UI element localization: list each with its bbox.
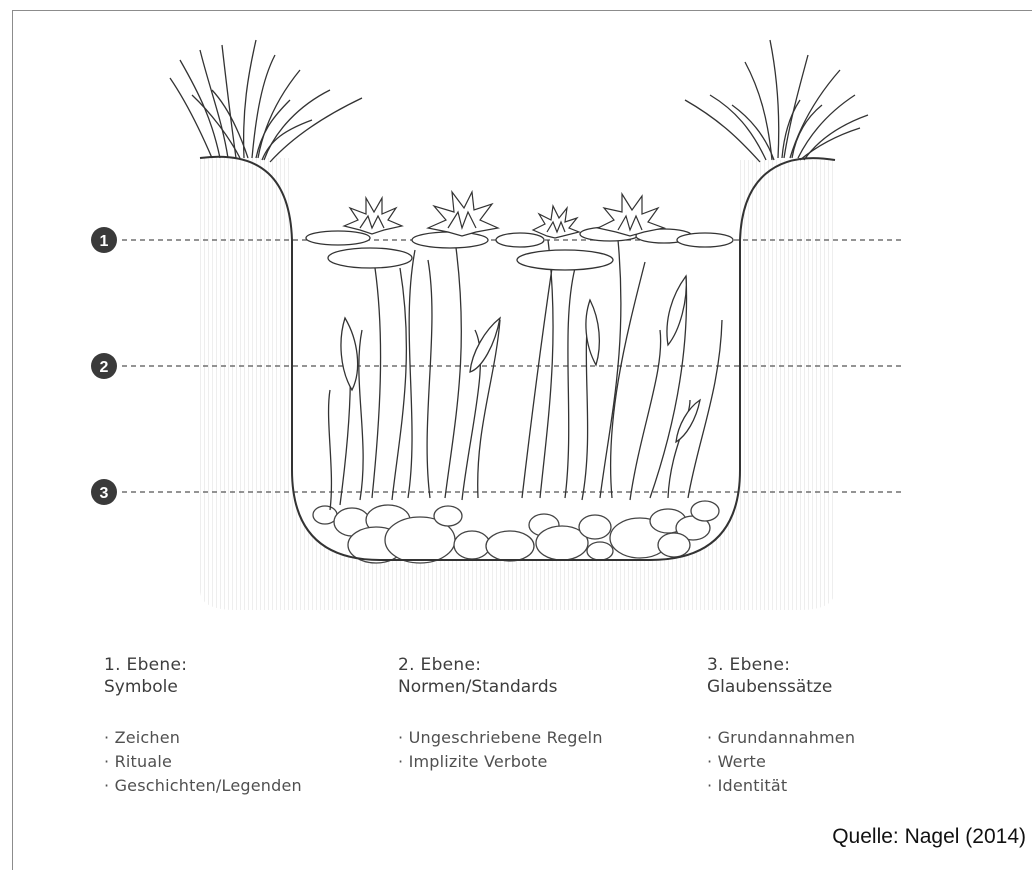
level-2-list: Ungeschriebene Regeln Implizite Verbote <box>398 726 603 774</box>
list-item: Identität <box>707 774 855 798</box>
level-marker-3-label: 3 <box>100 485 109 502</box>
lily-flower-3 <box>533 206 579 238</box>
level-3-list: Grundannahmen Werte Identität <box>707 726 855 798</box>
level-marker-2-label: 2 <box>100 359 109 376</box>
level-1-title: Symbole <box>104 676 302 698</box>
level-marker-2: 2 <box>91 353 117 379</box>
level-2-heading: 2. Ebene: <box>398 654 603 676</box>
list-item: Ungeschriebene Regeln <box>398 726 603 750</box>
level-1-list: Zeichen Rituale Geschichten/Legenden <box>104 726 302 798</box>
level-marker-1-label: 1 <box>100 233 109 250</box>
level-marker-1: 1 <box>91 227 117 253</box>
list-item: Implizite Verbote <box>398 750 603 774</box>
list-item: Geschichten/Legenden <box>104 774 302 798</box>
legend-level-1: 1. Ebene: Symbole Zeichen Rituale Geschi… <box>104 654 302 798</box>
legend-level-2: 2. Ebene: Normen/Standards Ungeschrieben… <box>398 654 603 774</box>
pond-diagram: 1 2 3 <box>0 0 1032 650</box>
underwater-leaves <box>341 276 700 442</box>
list-item: Grundannahmen <box>707 726 855 750</box>
lily-flowers <box>344 192 664 238</box>
source-caption: Quelle: Nagel (2014) <box>832 825 1026 849</box>
reeds-left <box>170 40 362 162</box>
lily-flower-4 <box>598 194 664 236</box>
level-2-title: Normen/Standards <box>398 676 603 698</box>
lily-flower-2 <box>428 192 498 236</box>
reeds-right <box>685 40 868 162</box>
plant-stems <box>329 240 722 510</box>
pond-stones <box>313 501 719 563</box>
level-3-heading: 3. Ebene: <box>707 654 855 676</box>
level-3-title: Glaubenssätze <box>707 676 855 698</box>
list-item: Zeichen <box>104 726 302 750</box>
level-1-heading: 1. Ebene: <box>104 654 302 676</box>
level-marker-3: 3 <box>91 479 117 505</box>
list-item: Werte <box>707 750 855 774</box>
list-item: Rituale <box>104 750 302 774</box>
legend-level-3: 3. Ebene: Glaubenssätze Grundannahmen We… <box>707 654 855 798</box>
lily-flower-1 <box>344 198 402 234</box>
